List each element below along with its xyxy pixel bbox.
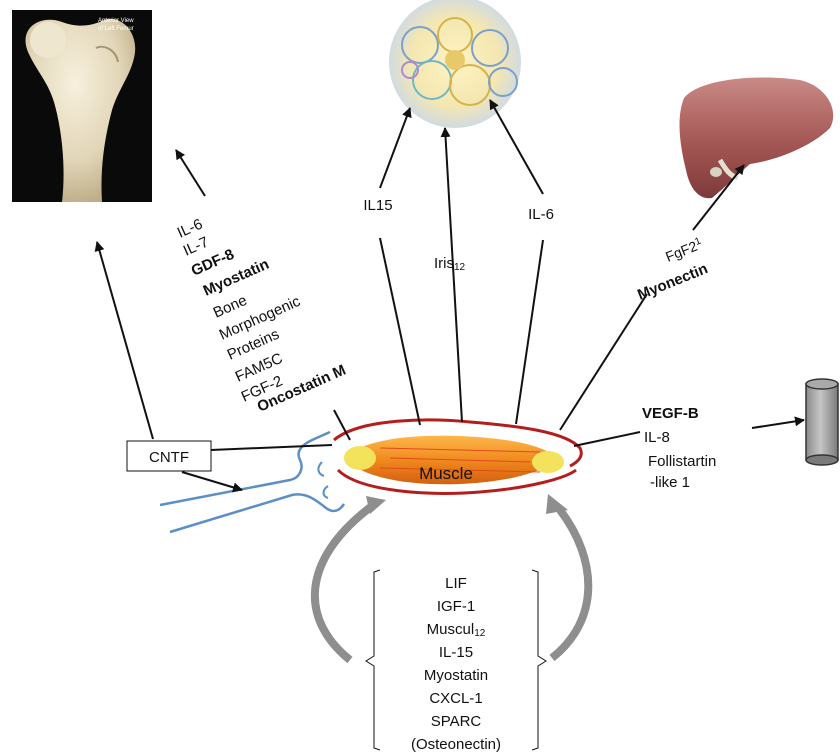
vessel-label-like1: -like 1 bbox=[650, 474, 690, 491]
label-il15: IL15 bbox=[363, 197, 392, 214]
label-iris: Iris12 bbox=[434, 255, 466, 273]
liver-label-group-2: Myonectin bbox=[635, 260, 710, 304]
arrow-cntf-to-bone bbox=[97, 242, 153, 439]
muscle-node: Muscle bbox=[334, 420, 581, 493]
autocrine-item-il15: IL-15 bbox=[439, 644, 473, 661]
autocrine-item-cxcl1: CXCL-1 bbox=[429, 690, 482, 707]
cntf-box: CNTF bbox=[127, 441, 211, 471]
autocrine-item-lif: LIF bbox=[445, 575, 467, 592]
arrow-myokines-to-bone bbox=[176, 150, 205, 196]
vessel-cylinder-image bbox=[806, 379, 838, 465]
label-fgf21: FgF21 bbox=[663, 235, 705, 264]
arrow-iris-to-fat bbox=[445, 128, 462, 422]
autocrine-item-osteonectin: (Osteonectin) bbox=[411, 736, 501, 753]
arrow-il15-to-fat-head bbox=[380, 108, 410, 188]
label-iris-sub: 12 bbox=[454, 262, 466, 273]
cntf-label: CNTF bbox=[149, 449, 189, 466]
bone-caption-line2: of Left Femur bbox=[98, 26, 134, 32]
vessel-label-il8: IL-8 bbox=[644, 429, 670, 446]
bone-caption-line1: Anterior View bbox=[98, 18, 134, 24]
arrow-il15-to-fat bbox=[380, 238, 420, 425]
arrow-il6-to-fat-head bbox=[490, 100, 543, 194]
label-myonectin: Myonectin bbox=[635, 260, 710, 304]
autocrine-item-sparc: SPARC bbox=[431, 713, 482, 730]
autocrine-item-myostatin: Myostatin bbox=[424, 667, 488, 684]
arrow-cntf-to-nerve bbox=[182, 472, 242, 490]
autocrine-item-igf1: IGF-1 bbox=[437, 598, 475, 615]
arrow-to-vessel bbox=[752, 420, 804, 428]
cntf-muscle-connector bbox=[211, 445, 332, 450]
arrow-to-liver bbox=[560, 294, 647, 430]
muscle-label: Muscle bbox=[419, 464, 473, 483]
autocrine-item-muscul-sub: 12 bbox=[474, 628, 486, 639]
label-il6-fat: IL-6 bbox=[528, 206, 554, 223]
arrow-il6-to-fat bbox=[516, 240, 543, 424]
vessel-connector bbox=[574, 432, 640, 446]
liver-image bbox=[680, 77, 834, 198]
vessel-label-follistatin: Follistartin bbox=[648, 453, 716, 470]
liver-label-group: FgF21 bbox=[663, 235, 705, 264]
autocrine-list: LIF IGF-1 Muscul12 IL-15 Myostatin CXCL-… bbox=[411, 575, 501, 753]
femur-bone-image: Anterior View of Left Femur bbox=[12, 10, 152, 202]
vessel-label-vegfb: VEGF-B bbox=[642, 405, 699, 422]
autocrine-item-muscul: Muscul12 bbox=[427, 621, 486, 639]
